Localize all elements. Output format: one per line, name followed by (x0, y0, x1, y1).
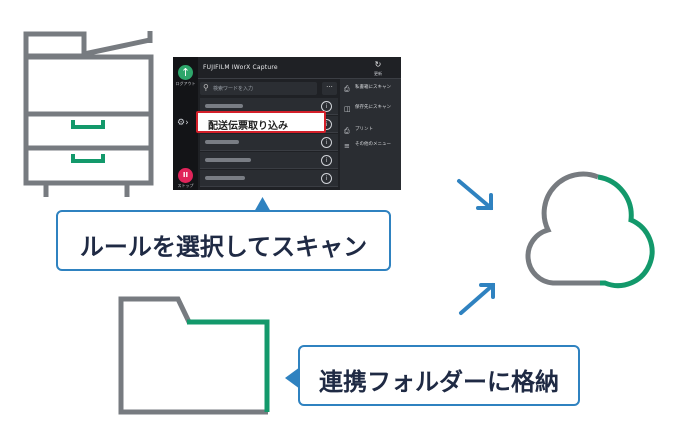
store-step-text: 連携フォルダーに格納 (319, 368, 559, 396)
refresh-icon[interactable]: ↻ (374, 60, 382, 69)
stop-label: ストップ (177, 183, 194, 188)
action-label: プリント (355, 127, 373, 132)
scan-step-label: ルールを選択してスキャン (56, 210, 391, 271)
app-title: FUJIFILM IWorX Capture (203, 64, 278, 71)
arrow-up-right-icon (459, 283, 495, 315)
arrow-down-right-icon (457, 179, 493, 210)
settings-icon[interactable]: ⚙› (177, 118, 189, 128)
logout-label: ログアウト (175, 81, 196, 86)
highlighted-rule-label: 配送伝票取り込み (208, 121, 288, 132)
folder-icon (118, 296, 270, 415)
info-icon[interactable]: i (321, 101, 332, 112)
search-placeholder: 検索ワードを入力 (213, 86, 254, 92)
search-icon: ⚲ (203, 83, 209, 92)
title-divider (198, 78, 401, 79)
print-icon: ⎙ (344, 127, 350, 135)
action-label: 私書箱にスキャン (355, 85, 391, 90)
more-button[interactable]: ··· (322, 82, 337, 95)
action-label: その他のメニュー (355, 142, 391, 147)
label-pointer (285, 367, 300, 389)
info-icon[interactable]: i (321, 173, 332, 184)
list-item[interactable]: i (200, 170, 338, 187)
blurred-rule-name (205, 158, 251, 162)
action-label: 保存先にスキャン (355, 105, 391, 110)
blurred-rule-name (205, 140, 239, 144)
stop-icon[interactable]: II (178, 168, 193, 183)
save-scan-icon: ◫ (344, 105, 351, 113)
search-input[interactable]: ⚲ 検索ワードを入力 (200, 82, 317, 95)
info-icon[interactable]: i (321, 155, 332, 166)
list-item[interactable]: i (200, 134, 338, 151)
blurred-rule-name (205, 176, 245, 180)
menu-icon: ≡ (344, 142, 350, 150)
label-pointer (254, 197, 271, 212)
scan-icon: ⎙ (344, 85, 350, 93)
action-panel: ⎙ 私書箱にスキャン ◫ 保存先にスキャン ⎙ プリント ≡ その他のメニュー (340, 79, 401, 190)
scan-step-text: ルールを選択してスキャン (79, 233, 368, 261)
screen-sidebar: ↑ ログアウト ⚙› II ストップ (173, 57, 198, 190)
list-item[interactable]: i (200, 152, 338, 169)
logout-icon[interactable]: ↑ (178, 65, 193, 80)
info-icon[interactable]: i (321, 137, 332, 148)
cloud-icon (525, 171, 655, 289)
highlighted-rule[interactable]: 配送伝票取り込み (196, 111, 326, 133)
store-step-label: 連携フォルダーに格納 (298, 345, 580, 406)
blurred-rule-name (205, 104, 243, 108)
refresh-label: 更新 (374, 71, 382, 76)
